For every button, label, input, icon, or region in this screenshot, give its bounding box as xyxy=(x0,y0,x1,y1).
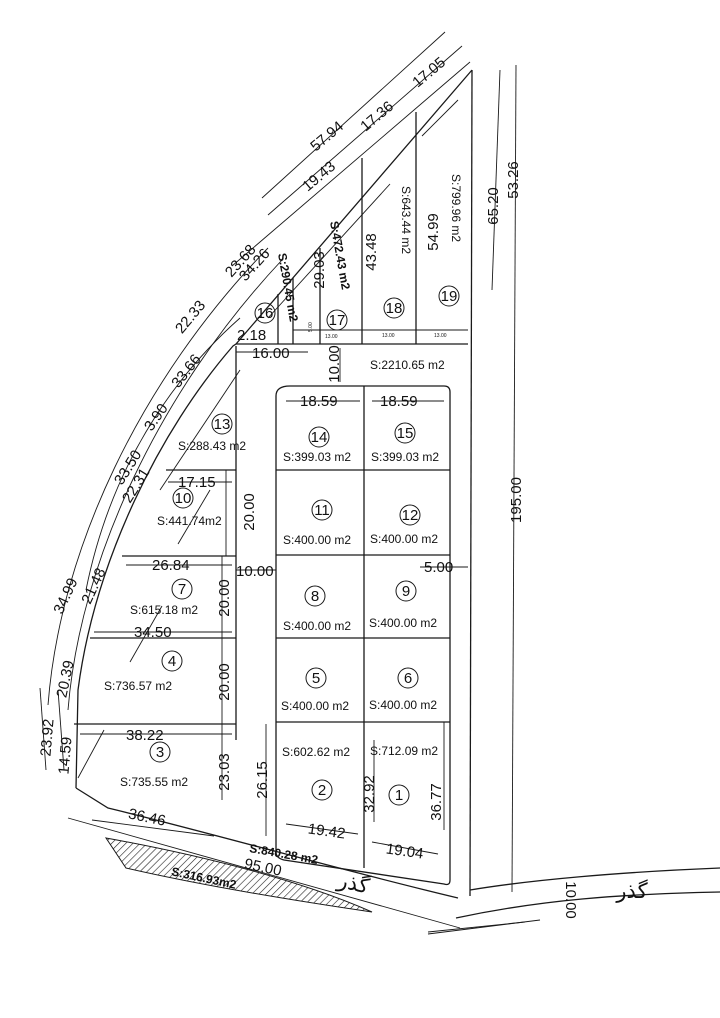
area-road: S:2210.65 m2 xyxy=(370,358,445,372)
western-lots xyxy=(74,346,241,779)
dim-19-43: 19.43 xyxy=(299,158,339,195)
area-17: S:472.43 m2 xyxy=(327,220,353,291)
area-16: S:290.45 m2 xyxy=(275,252,301,323)
dim-29-03: 29.03 xyxy=(311,251,328,289)
area-8: S:400.00 m2 xyxy=(283,619,351,633)
dim-36-77: 36.77 xyxy=(428,783,445,821)
dim-10-00-mid: 10.00 xyxy=(236,563,274,580)
dim-16-00: 16.00 xyxy=(252,345,290,362)
lot-number-7: 7 xyxy=(178,581,186,598)
dim-32-92: 32.92 xyxy=(361,775,378,813)
dim-14-59: 14.59 xyxy=(55,736,75,775)
lot-number-2: 2 xyxy=(318,782,326,799)
lot-number-6: 6 xyxy=(404,670,412,687)
area-19: S:799.96 m2 xyxy=(449,174,463,242)
dim-13-00-c: 13.00 xyxy=(434,333,447,339)
dim-23-03: 23.03 xyxy=(216,753,233,791)
dim-13-00-a: 13.00 xyxy=(325,334,338,340)
dim-43-48: 43.48 xyxy=(363,233,380,271)
dim-26-15: 26.15 xyxy=(254,761,271,799)
area-6: S:400.00 m2 xyxy=(369,698,437,712)
area-13: S:288.43 m2 xyxy=(178,439,246,453)
dim-34-50: 34.50 xyxy=(134,624,172,641)
dim-54-99: 54.99 xyxy=(425,213,442,251)
dim-20-39: 20.39 xyxy=(53,659,77,699)
dim-65-20: 65.20 xyxy=(485,187,502,225)
lot-number-14: 14 xyxy=(311,429,328,446)
dim-5-00: 5.00 xyxy=(424,559,453,576)
lot-number-18: 18 xyxy=(386,300,403,317)
lot-number-13: 13 xyxy=(214,416,231,433)
area-7: S:615.18 m2 xyxy=(130,603,198,617)
dim-3-90: 3.90 xyxy=(141,401,172,435)
dim-19-04: 19.04 xyxy=(385,841,425,863)
dim-38-22: 38.22 xyxy=(126,727,164,744)
northern-lots xyxy=(236,99,468,345)
dim-10-00-top: 10.00 xyxy=(326,345,343,383)
lot-number-5: 5 xyxy=(312,670,320,687)
interior-dimension-lines xyxy=(80,348,468,855)
area-3: S:735.55 m2 xyxy=(120,775,188,789)
lot-number-12: 12 xyxy=(402,507,419,524)
area-4: S:736.57 m2 xyxy=(104,679,172,693)
dim-195-00: 195.00 xyxy=(508,477,525,523)
dim-10-00-road: 10.00 xyxy=(562,881,579,919)
dim-5-00-small: 5.00 xyxy=(308,322,314,332)
area-18: S:643.44 m2 xyxy=(399,186,413,254)
dim-33-66: 33.66 xyxy=(168,351,205,391)
site-boundary xyxy=(67,69,720,935)
lot-number-11: 11 xyxy=(314,502,330,519)
area-2: S:602.62 m2 xyxy=(282,745,350,759)
lot-number-17: 17 xyxy=(329,312,346,329)
dim-53-26: 53.26 xyxy=(505,161,522,199)
dim-17-15: 17.15 xyxy=(178,474,216,491)
dim-20-00-c: 20.00 xyxy=(216,663,233,701)
dim-26-84: 26.84 xyxy=(152,557,190,574)
dim-19-42: 19.42 xyxy=(307,821,347,843)
lot-number-16: 16 xyxy=(257,305,274,322)
lot-number-3: 3 xyxy=(156,744,164,761)
lot-circles xyxy=(149,285,460,806)
hatched-strip xyxy=(104,837,373,913)
area-11: S:400.00 m2 xyxy=(283,533,351,547)
area-15: S:399.03 m2 xyxy=(371,450,439,464)
dim-36-46: 36.46 xyxy=(127,805,167,829)
area-14: S:399.03 m2 xyxy=(283,450,351,464)
dim-13-00-b: 13.00 xyxy=(382,333,395,339)
dim-23-92: 23.92 xyxy=(37,718,57,757)
area-5: S:400.00 m2 xyxy=(281,699,349,713)
dim-34-99: 34.99 xyxy=(50,575,81,616)
dim-21-48: 21.48 xyxy=(78,565,109,606)
outer-dimension-lines xyxy=(39,31,517,893)
lot-number-9: 9 xyxy=(402,583,410,600)
lot-number-19: 19 xyxy=(441,288,458,305)
lot-number-1: 1 xyxy=(395,787,403,804)
area-9: S:400.00 m2 xyxy=(369,616,437,630)
lot-number-8: 8 xyxy=(311,588,319,605)
dim-57-94: 57.94 xyxy=(307,118,347,155)
lot-number-4: 4 xyxy=(168,653,176,670)
road-label-right: گذر xyxy=(615,879,647,903)
dim-2-18: 2.18 xyxy=(237,327,266,344)
lot-number-15: 15 xyxy=(397,425,414,442)
area-1: S:712.09 m2 xyxy=(370,744,438,758)
dim-22-33: 22.33 xyxy=(172,297,209,337)
area-12: S:400.00 m2 xyxy=(370,532,438,546)
dim-18-59-left: 18.59 xyxy=(300,393,338,410)
dim-20-00-b: 20.00 xyxy=(216,579,233,617)
dim-18-59-right: 18.59 xyxy=(380,393,418,410)
lot-number-10: 10 xyxy=(175,490,192,507)
central-block xyxy=(275,385,451,886)
dim-20-00-a: 20.00 xyxy=(241,493,258,531)
area-10: S:441.74m2 xyxy=(157,514,222,528)
